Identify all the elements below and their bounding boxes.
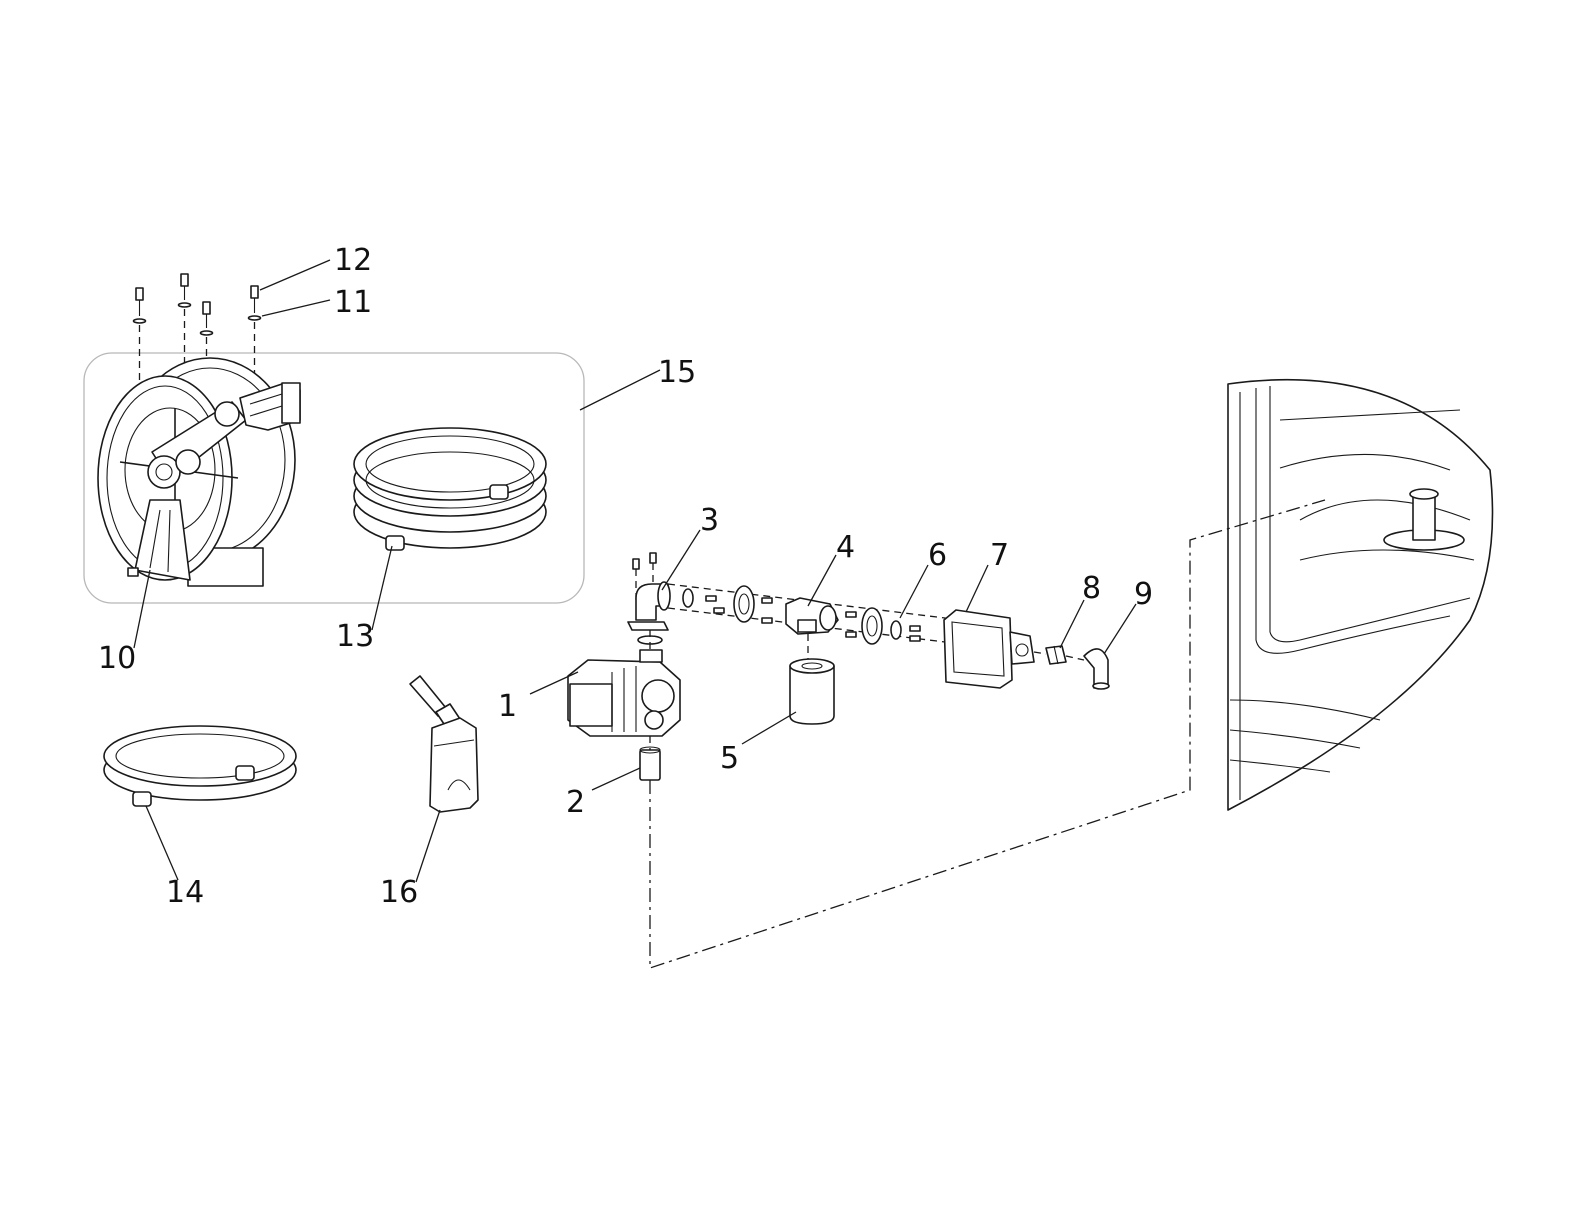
connection-path — [649, 499, 1326, 969]
flow-meter — [943, 609, 1035, 689]
tank-detail-view — [1227, 378, 1494, 811]
pump-motor — [567, 649, 681, 737]
leader-lines — [133, 259, 1137, 883]
fuel-nozzle — [409, 675, 479, 813]
callout-7: 7 — [990, 538, 1009, 573]
callout-5: 5 — [720, 741, 739, 776]
callout-13: 13 — [336, 619, 374, 654]
callout-4: 4 — [836, 530, 855, 565]
adapter-fitting — [1033, 645, 1067, 665]
callout-3: 3 — [700, 503, 719, 538]
elbow-fitting — [627, 552, 671, 650]
callout-8: 8 — [1082, 571, 1101, 606]
callout-10: 10 — [98, 641, 136, 676]
callout-6: 6 — [928, 538, 947, 573]
callout-14: 14 — [166, 875, 204, 910]
inline-components — [667, 583, 1011, 651]
coiled-hose-in-group — [353, 427, 547, 551]
flange-o-ring — [845, 607, 921, 645]
bolt — [247, 285, 262, 420]
callout-2: 2 — [566, 785, 585, 820]
callout-12: 12 — [334, 243, 372, 278]
callout-15: 15 — [658, 355, 696, 390]
nipple — [639, 736, 661, 781]
callout-labels: 1 2 3 4 5 6 7 8 9 10 11 12 13 14 15 16 — [98, 243, 1153, 910]
callout-11: 11 — [334, 285, 372, 320]
hose-reel — [97, 357, 301, 587]
callout-16: 16 — [380, 875, 418, 910]
swivel-elbow — [1065, 648, 1110, 690]
callout-9: 9 — [1134, 577, 1153, 612]
filter-head — [785, 597, 839, 660]
callout-1: 1 — [498, 689, 517, 724]
filter-cartridge — [789, 658, 835, 725]
loose-hose — [103, 725, 297, 807]
